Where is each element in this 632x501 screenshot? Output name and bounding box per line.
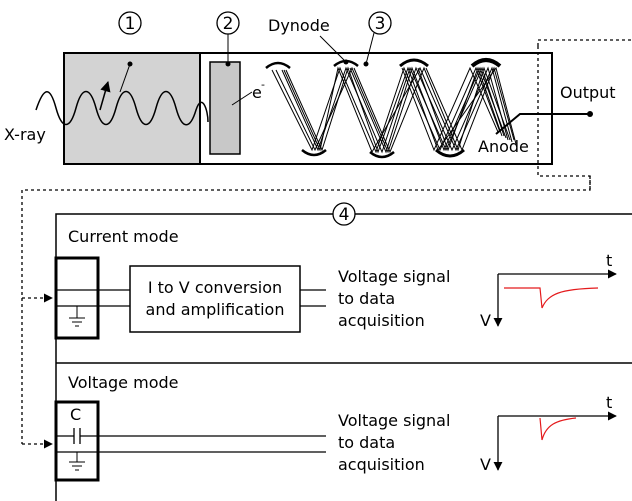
- current-mode-title: Current mode: [68, 227, 179, 246]
- detector-assembly: 1 2 3 X-ray e - Dynode Output Anode: [4, 11, 632, 449]
- label-dynode: Dynode: [268, 16, 330, 35]
- voltage-pulse-trace: [539, 417, 577, 441]
- voltage-signal-line3: acquisition: [338, 455, 425, 474]
- voltage-signal-line2: to data: [338, 433, 395, 452]
- voltage-axis-t: t: [606, 393, 612, 412]
- current-pulse-trace: [504, 287, 599, 309]
- label-num1: 1: [125, 14, 136, 34]
- scintillator-block: [63, 52, 201, 165]
- current-pulse-plot: t V: [480, 251, 617, 330]
- label-electron-sup: -: [261, 78, 265, 91]
- iv-converter-box: [129, 265, 301, 333]
- readout-section: 4 Current mode I to V conversion and amp…: [54, 202, 632, 501]
- current-axis-t: t: [606, 251, 612, 270]
- label-num2: 2: [223, 14, 234, 34]
- voltage-signal-line1: Voltage signal: [338, 411, 450, 430]
- voltage-mode-title: Voltage mode: [68, 373, 178, 392]
- voltage-pulse-plot: t V: [480, 393, 617, 474]
- label-xray: X-ray: [4, 125, 46, 144]
- current-signal-line2: to data: [338, 289, 395, 308]
- label-anode: Anode: [478, 137, 529, 156]
- voltage-mode-panel: Voltage mode C Voltage signal to data ac…: [54, 373, 617, 482]
- converter-line2: and amplification: [146, 300, 285, 319]
- voltage-axis-v: V: [480, 455, 491, 474]
- label-output: Output: [560, 83, 616, 102]
- current-signal-line3: acquisition: [338, 311, 425, 330]
- capacitor-label: C: [70, 405, 81, 424]
- current-axis-v: V: [480, 311, 491, 330]
- current-mode-panel: Current mode I to V conversion and ampli…: [54, 227, 617, 340]
- current-signal-line1: Voltage signal: [338, 267, 450, 286]
- converter-line1: I to V conversion: [148, 278, 282, 297]
- label-num4: 4: [339, 205, 350, 225]
- xray-path: [35, 90, 209, 126]
- dynode-chain: [265, 58, 517, 159]
- photocathode: [209, 61, 241, 155]
- label-electron: e: [252, 83, 262, 102]
- label-num3: 3: [375, 14, 386, 34]
